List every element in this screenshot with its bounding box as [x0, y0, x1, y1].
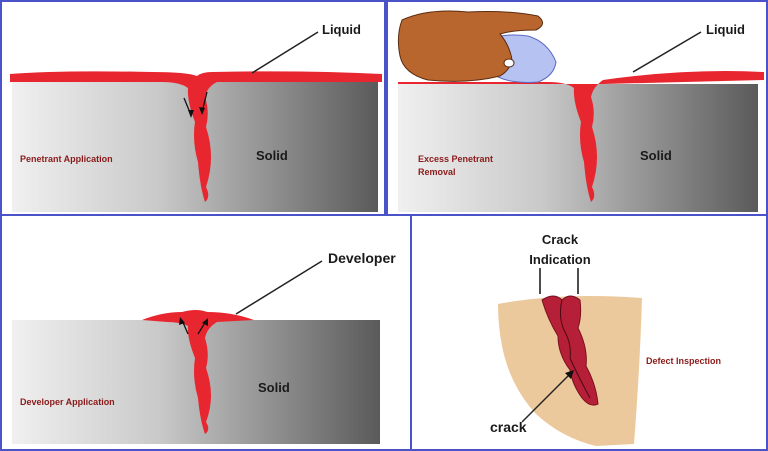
arrowhead-left — [188, 110, 194, 118]
panel-3-drawing — [12, 260, 380, 444]
developer-leader-line — [235, 260, 323, 315]
thumbnail — [503, 58, 515, 68]
panel-penetrant-application: Liquid Solid Penetrant Application — [0, 0, 386, 216]
crack-indication-line-1: Crack — [541, 232, 579, 247]
crack-leader-line — [521, 373, 571, 423]
caption-developer-application: Developer Application — [20, 397, 115, 407]
crack-label: crack — [490, 419, 527, 435]
solid-label: Solid — [258, 380, 290, 395]
arrowhead-left — [179, 317, 185, 325]
panel-excess-penetrant-removal: Liquid Solid Excess Penetrant Removal — [386, 0, 768, 216]
solid-label: Solid — [640, 148, 672, 163]
liquid-label: Liquid — [322, 22, 361, 37]
crack-line — [559, 299, 591, 399]
caption-penetrant-application: Penetrant Application — [20, 154, 113, 164]
caption-excess-penetrant-line-2: Removal — [418, 167, 456, 177]
penetrant-liquid-layer — [398, 71, 764, 202]
caption-excess-penetrant-line-1: Excess Penetrant — [418, 154, 494, 164]
developer-layer — [142, 310, 254, 434]
developer-label: Developer — [328, 250, 396, 266]
solid-label: Solid — [256, 148, 288, 163]
liquid-leader-line — [251, 31, 319, 74]
crack-indication-label: Crack Indication — [522, 230, 598, 270]
panel-1-drawing — [10, 31, 382, 212]
crack-arrowhead — [565, 370, 574, 379]
arrowhead-right — [199, 107, 205, 115]
liquid-leader-line — [632, 31, 702, 73]
panel-2-drawing — [397, 10, 764, 212]
panel-defect-inspection: Crack Indication crack Defect Inspection — [410, 214, 768, 451]
penetrant-liquid-layer — [10, 71, 382, 202]
panel-4-drawing — [498, 268, 642, 446]
panel-developer-application: Developer Solid Developer Application — [0, 214, 412, 451]
caption-defect-inspection: Defect Inspection — [646, 356, 722, 366]
arrowhead-right — [202, 318, 208, 326]
liquid-label: Liquid — [706, 22, 745, 37]
crack-indication-line-2: Indication — [529, 252, 591, 267]
